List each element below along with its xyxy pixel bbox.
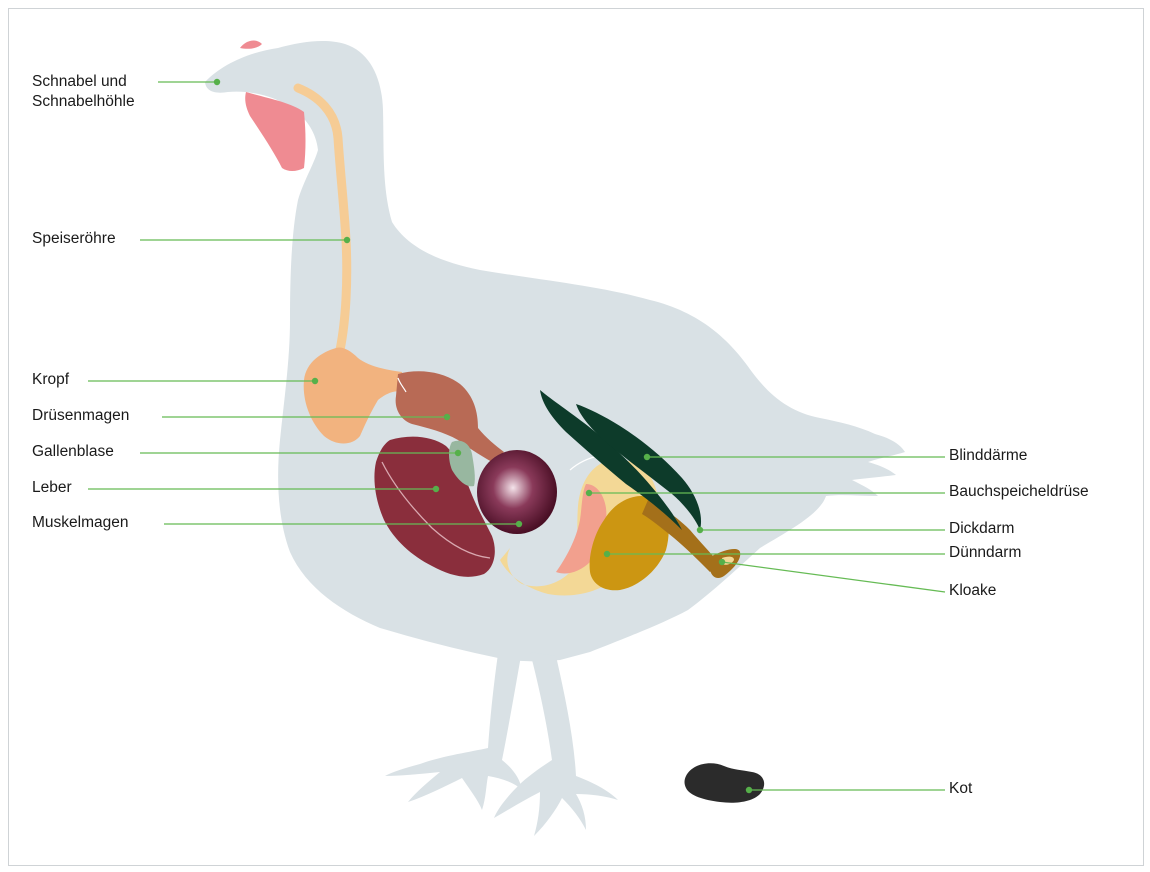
label-esophagus: Speiseröhre bbox=[32, 229, 116, 249]
dot-crop bbox=[312, 378, 318, 384]
dot-ceca bbox=[644, 454, 650, 460]
dot-liver bbox=[433, 486, 439, 492]
dot-gallbladder bbox=[455, 450, 461, 456]
dot-cloaca bbox=[719, 559, 725, 565]
dot-gizzard bbox=[516, 521, 522, 527]
dot-proventriculus bbox=[444, 414, 450, 420]
label-pancreas: Bauchspeicheldrüse bbox=[949, 482, 1089, 502]
label-proventriculus: Drüsenmagen bbox=[32, 406, 129, 426]
dot-beak bbox=[214, 79, 220, 85]
turkey-body-silhouette bbox=[205, 41, 905, 661]
label-beak: Schnabel und Schnabelhöhle bbox=[32, 72, 135, 112]
dot-small-intestine bbox=[604, 551, 610, 557]
label-liver: Leber bbox=[32, 478, 72, 498]
label-cloaca: Kloake bbox=[949, 581, 996, 601]
dot-large-intestine bbox=[697, 527, 703, 533]
dot-pancreas bbox=[586, 490, 592, 496]
label-gallbladder: Gallenblase bbox=[32, 442, 114, 462]
label-crop: Kropf bbox=[32, 370, 69, 390]
label-small-intestine: Dünndarm bbox=[949, 543, 1021, 563]
label-gizzard: Muskelmagen bbox=[32, 513, 129, 533]
left-leg-silhouette bbox=[385, 640, 522, 810]
gizzard bbox=[477, 450, 557, 534]
dot-esophagus bbox=[344, 237, 350, 243]
feces bbox=[685, 763, 765, 802]
label-feces: Kot bbox=[949, 779, 972, 799]
label-ceca: Blinddärme bbox=[949, 446, 1027, 466]
leader-cloaca bbox=[722, 562, 945, 592]
turkey-silhouette bbox=[205, 41, 905, 836]
label-large-intestine: Dickdarm bbox=[949, 519, 1014, 539]
comb bbox=[240, 41, 262, 49]
dot-feces bbox=[746, 787, 752, 793]
